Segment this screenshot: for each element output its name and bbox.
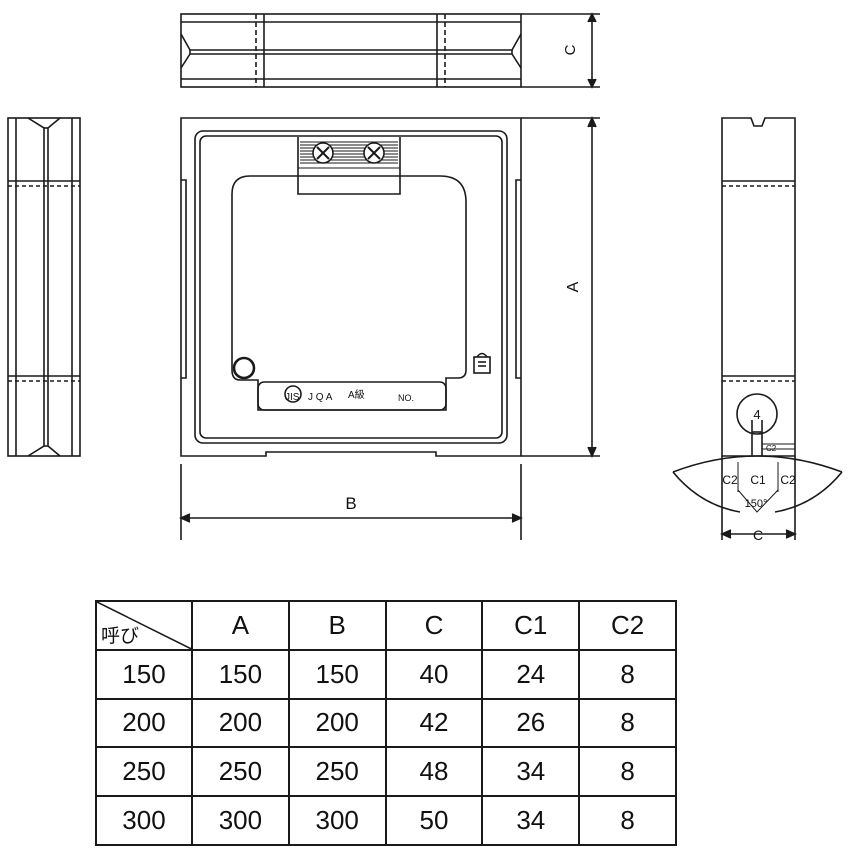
table-row-size: 150	[95, 648, 193, 700]
table-cell: 8	[578, 746, 677, 798]
callout-hole: 4	[753, 407, 760, 422]
right-side-view	[672, 117, 843, 540]
top-view	[180, 13, 522, 88]
table-cell: 150	[191, 648, 290, 700]
callout-small: C2	[766, 444, 777, 453]
dimension-label-a: A	[565, 281, 582, 292]
table-row-size: 200	[95, 697, 193, 749]
table-header-cell: C2	[578, 600, 677, 651]
adjuster-icon	[473, 352, 491, 374]
table-cell: 8	[578, 697, 677, 749]
table-cell: 250	[191, 746, 290, 798]
table-cell: 200	[191, 697, 290, 749]
table-cell: 24	[481, 648, 581, 700]
dimension-a	[521, 116, 600, 458]
plate-text-jis: JIS	[285, 392, 300, 403]
callout-angle: 150°	[745, 498, 768, 510]
dimension-label-c1: C1	[750, 473, 766, 487]
table-cell: 300	[191, 795, 290, 846]
table-row: 250 250 250 48 34 8	[95, 746, 677, 798]
table-cell: 34	[481, 795, 581, 846]
spec-table: 呼び A B C C1 C2 150 150 150 40 24 8 200 2…	[95, 600, 677, 846]
vial-icon	[232, 356, 256, 380]
table-cell: 48	[384, 746, 484, 798]
table-cell: 150	[287, 648, 387, 700]
dimension-label-c2-right: C2	[780, 473, 796, 487]
table-row-size: 300	[95, 795, 193, 846]
corner-label: 呼び	[101, 625, 140, 647]
table-cell: 8	[578, 795, 677, 846]
table-row: 300 300 300 50 34 8	[95, 795, 677, 846]
dimension-label-c-bottom: C	[753, 527, 763, 543]
table-cell: 300	[287, 795, 387, 846]
table-row: 200 200 200 42 26 8	[95, 697, 677, 749]
technical-drawing: C A B JIS J Q A A級 NO. 4 C2 C2 C1 C2 150…	[7, 12, 843, 543]
table-corner-cell: 呼び	[95, 600, 193, 651]
dimension-b	[179, 464, 523, 540]
plate-text-jqa: J Q A	[308, 392, 333, 403]
table-cell: 34	[481, 746, 581, 798]
table-cell: 42	[384, 697, 484, 749]
front-view	[180, 117, 522, 457]
table-header-cell: B	[287, 600, 387, 651]
table-cell: 8	[578, 648, 677, 700]
table-row: 150 150 150 40 24 8	[95, 648, 677, 700]
left-side-view	[7, 117, 81, 457]
dimension-c	[521, 12, 600, 89]
dimension-label-c: C	[562, 44, 579, 55]
plate-text-no: NO.	[398, 393, 414, 403]
table-header-row: 呼び A B C C1 C2	[95, 600, 677, 651]
table-cell: 50	[384, 795, 484, 846]
dimension-label-b: B	[345, 494, 356, 513]
plate-text-grade: A級	[348, 388, 365, 401]
table-cell: 40	[384, 648, 484, 700]
screw-icon	[312, 142, 334, 164]
table-cell: 26	[481, 697, 581, 749]
table-cell: 200	[287, 697, 387, 749]
table-header-cell: C	[384, 600, 484, 651]
table-header-cell: C1	[481, 600, 581, 651]
table-cell: 250	[287, 746, 387, 798]
dimension-label-c2-left: C2	[722, 473, 738, 487]
table-row-size: 250	[95, 746, 193, 798]
screw-icon	[363, 142, 385, 164]
table-header-cell: A	[191, 600, 290, 651]
